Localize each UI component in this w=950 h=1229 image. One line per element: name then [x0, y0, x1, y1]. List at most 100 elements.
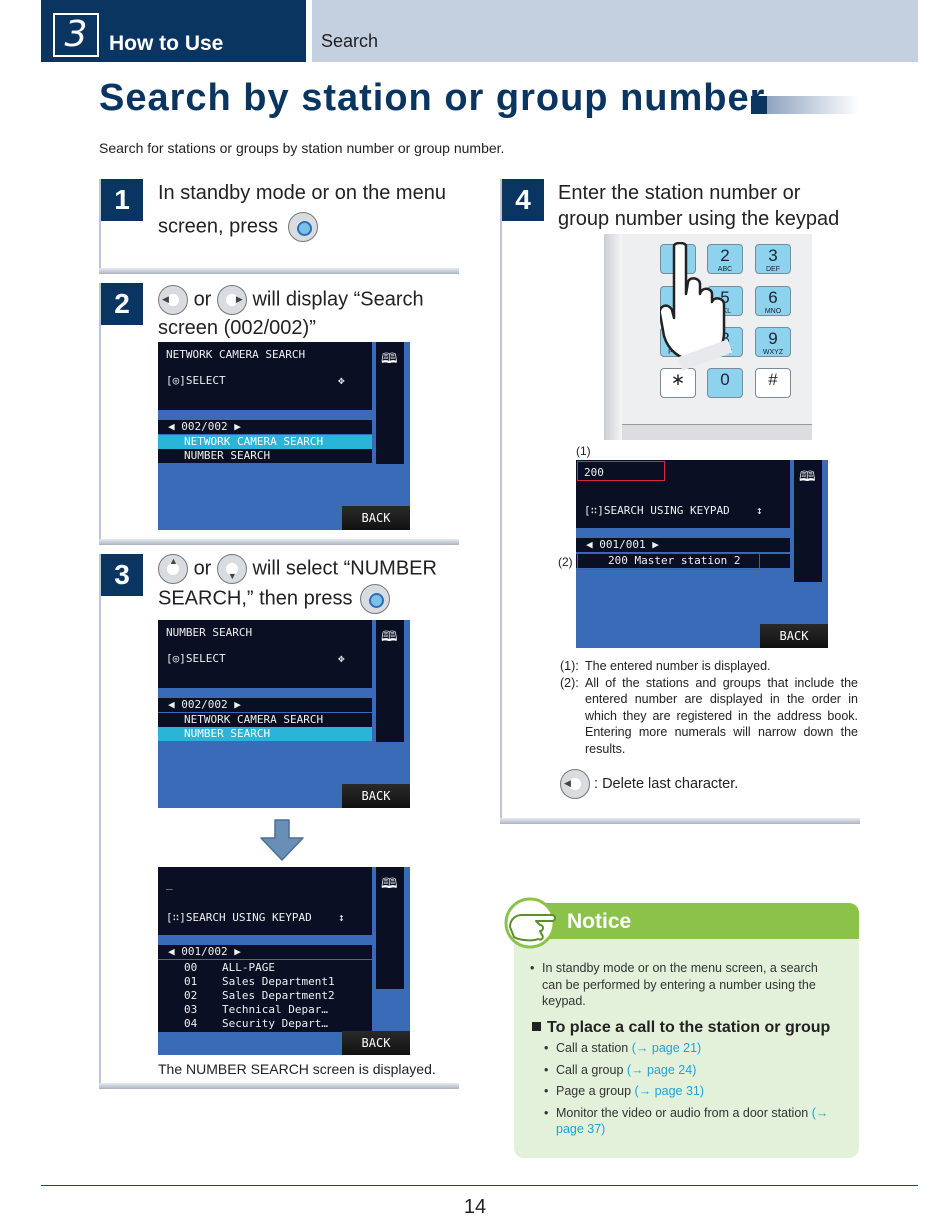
screen-header — [158, 620, 372, 688]
up-button-icon: ▲ — [158, 554, 188, 584]
book-icon: 🕮 — [381, 351, 398, 367]
scroll-icon: ↕ — [756, 504, 763, 517]
notice-bullet: In standby mode or on the menu screen, a… — [530, 960, 840, 1010]
step-4: 4 Enter the station number or group numb… — [500, 179, 860, 824]
screen-sidebar — [376, 342, 404, 464]
screen-page: ◀ 001/002 ▶ — [158, 945, 372, 959]
note-2: (2): All of the stations and groups that… — [560, 675, 858, 758]
step-3: 3 ▲ or ▼ will select “NUMBER SEARCH,” th… — [99, 554, 459, 1089]
screen-page: ◀ 002/002 ▶ — [158, 698, 372, 712]
screen-hint: [◎]SELECT — [166, 652, 226, 665]
book-icon: 🕮 — [381, 629, 398, 645]
step-number: 1 — [101, 179, 143, 221]
callout-box-1 — [577, 461, 665, 481]
screen-title: NUMBER SEARCH — [166, 626, 253, 639]
down-button-icon: ▼ — [216, 554, 247, 584]
step-text-line: screen (002/002)” — [158, 317, 316, 339]
screen-sidebar — [376, 620, 404, 742]
list-item: Monitor the video or audio from a door s… — [544, 1105, 840, 1138]
step-text: ◀ or ▶ will display “Search screen (002/… — [158, 285, 458, 341]
step-text-line: screen, press — [158, 215, 279, 238]
keypad-search-screen: 200 [∷]SEARCH USING KEYPAD ↕ 🕮 ◀ 001/001… — [576, 460, 828, 648]
select-button-icon — [287, 212, 318, 242]
back-button: BACK — [760, 624, 828, 648]
page-link[interactable]: (→ page 31) — [634, 1084, 705, 1098]
section-label: How to Use — [109, 32, 224, 55]
delete-note: ◀ : Delete last character. — [560, 769, 858, 799]
list-item-text: Monitor the video or audio from a door s… — [556, 1105, 812, 1120]
screen-page: ◀ 001/001 ▶ — [576, 538, 790, 552]
step-number: 2 — [101, 283, 143, 325]
result-row: 200 Master station 2 — [576, 554, 790, 568]
page-title: Search by station or group number — [99, 77, 766, 119]
list-item-text: Call a station — [556, 1041, 632, 1055]
input-cursor: _ — [166, 877, 173, 890]
key-letters: MNO — [764, 308, 782, 315]
move-icon: ✥ — [338, 652, 345, 665]
screen-page: ◀ 002/002 ▶ — [158, 420, 372, 434]
keypad-key: 0 — [707, 368, 743, 398]
page-link[interactable]: (→ page 37) — [556, 1105, 829, 1137]
list-item: Call a station (→ page 21) — [544, 1040, 840, 1057]
search-screen: NUMBER SEARCH [◎]SELECT ✥ 🕮 ◀ 002/002 ▶ … — [158, 620, 410, 808]
notice-header — [514, 903, 859, 939]
step-text-line: group number using the keypad — [558, 208, 840, 230]
list-item-text: Page a group — [556, 1084, 635, 1098]
step-1: 1 In standby mode or on the menu screen,… — [99, 179, 459, 274]
key-letters: WXYZ — [762, 349, 784, 356]
note-1: (1): The entered number is displayed. — [560, 658, 858, 675]
note-tag: (2): — [560, 675, 579, 690]
key-letters: DEF — [766, 266, 780, 273]
callout-box-2 — [577, 553, 760, 570]
step-text-line: will select “NUMBER — [252, 557, 437, 580]
screen-sidebar — [376, 867, 404, 989]
key-digit: 0 — [720, 370, 730, 389]
keypad-key: # — [755, 368, 791, 398]
key-digit: ∗ — [670, 370, 686, 389]
note-text: The entered number is displayed. — [585, 659, 771, 673]
list-item: Page a group (→ page 31) — [544, 1083, 840, 1100]
key-digit: 8 — [720, 329, 730, 348]
row-number: 02 — [184, 989, 198, 1002]
down-arrow-icon — [260, 819, 304, 861]
note-tag: (1): — [560, 659, 579, 673]
square-bullet-icon — [532, 1021, 541, 1031]
screen-header — [576, 460, 790, 528]
step-number: 3 — [101, 554, 143, 596]
list-item: NETWORK CAMERA SEARCH — [158, 435, 372, 449]
key-digit: 2 — [720, 246, 730, 265]
key-digit: 5 — [720, 288, 730, 307]
notice-title: Notice — [567, 910, 632, 933]
back-button: BACK — [342, 1031, 410, 1055]
step-number: 4 — [502, 179, 544, 221]
back-button: BACK — [342, 506, 410, 530]
select-button-icon — [360, 584, 391, 614]
keypad-illustration: 12ABC3DEF4GHI5JKL6MNO7PQRS8TUV9WXYZ∗0# — [604, 234, 812, 440]
key-digit: 6 — [768, 288, 778, 307]
callout-label-1: (1) — [576, 444, 591, 458]
book-icon: 🕮 — [381, 876, 398, 892]
row-number: 03 — [184, 1003, 198, 1016]
screen-header — [158, 342, 372, 410]
page-link[interactable]: (→ page 24) — [626, 1062, 697, 1077]
page-link[interactable]: (→ page 21) — [631, 1041, 702, 1055]
notice-subheading-text: To place a call to the station or group — [547, 1018, 831, 1036]
pointing-hand-icon — [504, 897, 556, 949]
keypad-key: ∗ — [660, 368, 696, 398]
section-header: 3 How to Use — [41, 0, 306, 62]
book-icon: 🕮 — [799, 469, 816, 485]
keypad-edge — [604, 234, 622, 440]
row-name: ALL-PAGE — [222, 961, 275, 974]
move-icon: ✥ — [338, 374, 345, 387]
section-number: 3 — [53, 13, 99, 57]
screen-hint: [◎]SELECT — [166, 374, 226, 387]
title-decoration — [751, 96, 859, 114]
